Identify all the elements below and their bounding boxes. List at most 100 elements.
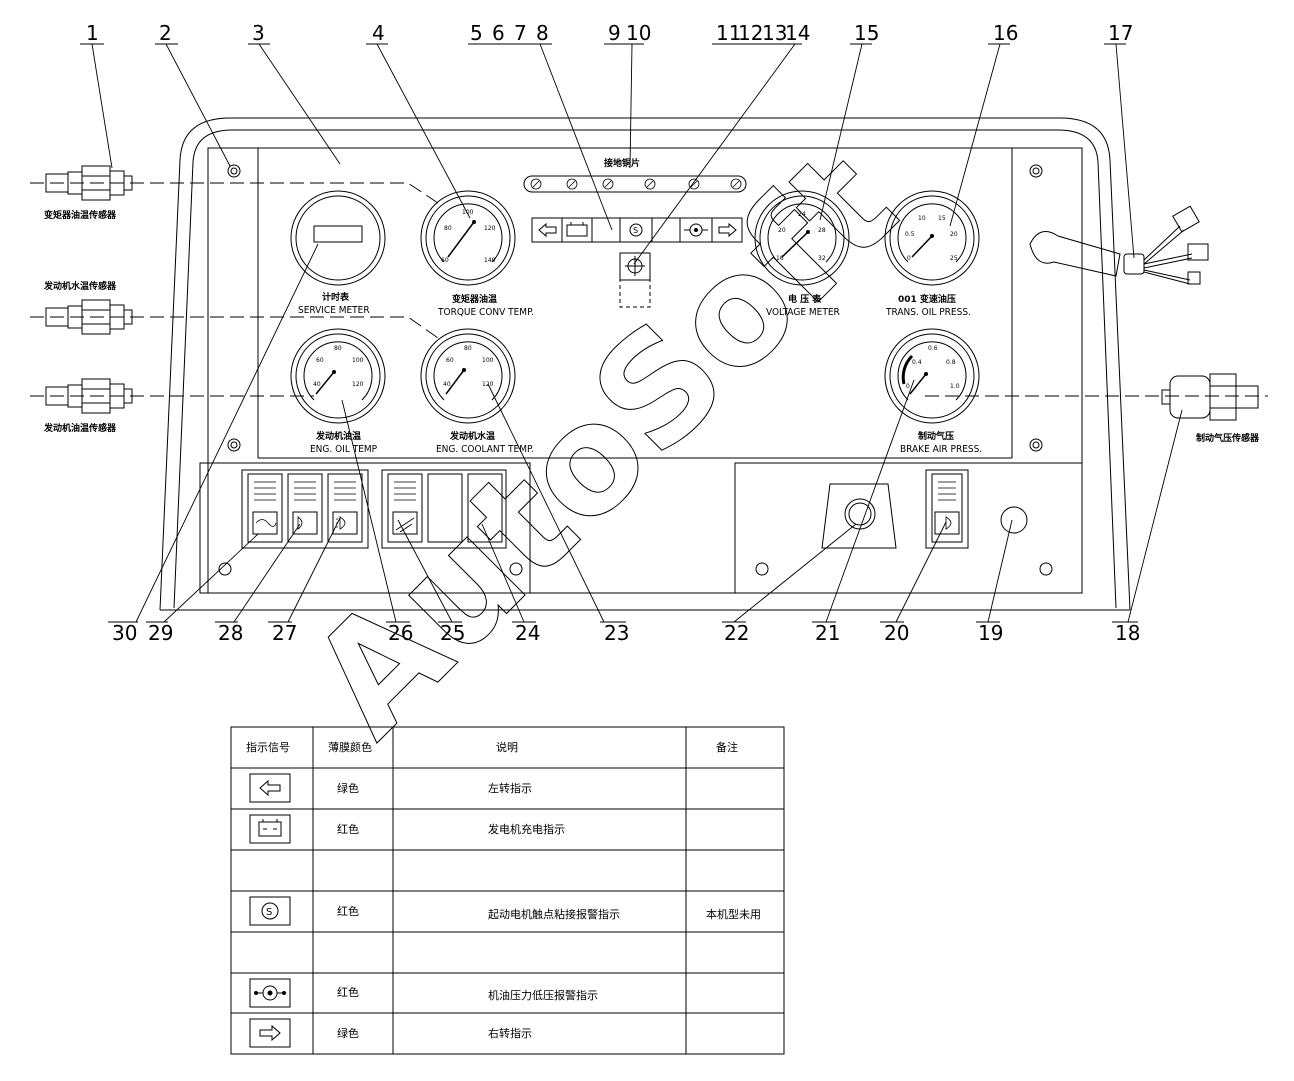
indicator-strip: S <box>531 217 743 243</box>
table-icon-battery <box>249 814 291 844</box>
vm-tick-4: 32 <box>818 255 826 262</box>
callout-8: 8 <box>536 21 549 45</box>
svg-text:S: S <box>266 907 272 918</box>
table-row-2-desc: 发电机充电指示 <box>488 822 565 836</box>
table-header-note: 备注 <box>716 740 738 754</box>
tc-tick-3: 120 <box>484 225 496 232</box>
bap-cn-label: 制动气压 <box>918 430 954 442</box>
table-header-desc: 说明 <box>496 740 518 754</box>
tc-tick-2: 100 <box>462 209 474 216</box>
sensor-wires <box>30 182 1268 397</box>
table-row-1-desc: 左转指示 <box>488 781 532 795</box>
top-tick-2: 10 <box>918 215 926 222</box>
table-icon-s-circle: S <box>249 896 291 926</box>
button-19 <box>1000 506 1028 534</box>
vm-tick-1: 20 <box>778 227 786 234</box>
callout-24: 24 <box>515 621 540 645</box>
ect-cn-label: 发动机水温 <box>449 430 495 442</box>
ect-tick-1: 60 <box>446 357 454 364</box>
warning-light-block <box>619 252 651 308</box>
callout-4: 4 <box>372 21 385 45</box>
callout-3: 3 <box>252 21 265 45</box>
rocker-switches <box>241 469 507 549</box>
eot-tick-1: 60 <box>316 357 324 364</box>
sensor-label-oil-temp: 发动机油温传感器 <box>43 422 117 434</box>
gauge-trans-oil-press: 0 0.5 10 15 20 25 001 变速油压 TRANS. OIL PR… <box>884 190 980 318</box>
callout-5: 5 <box>470 21 483 45</box>
sensor-oil-temp <box>45 378 133 414</box>
rocker-icon-4 <box>392 511 418 535</box>
leader-lines <box>80 43 1183 623</box>
bap-tick-4: 1.0 <box>950 383 960 390</box>
service-meter-en-label: SERVICE METER <box>298 305 370 316</box>
vm-en-label: VOLTAGE METER <box>766 307 840 318</box>
table-row-1-color: 绿色 <box>337 781 359 795</box>
eot-tick-2: 80 <box>334 345 342 352</box>
gauge-brake-air-press: 0 0.4 0.6 0.8 1.0 制动气压 BRAKE AIR PRESS. <box>884 328 982 455</box>
bap-tick-0: 0 <box>906 383 910 390</box>
top-tick-3: 15 <box>938 215 946 222</box>
callout-27: 27 <box>272 621 297 645</box>
callout-23: 23 <box>604 621 629 645</box>
eot-tick-3: 100 <box>352 357 364 364</box>
callout-7: 7 <box>514 21 527 45</box>
sensor-label-coolant: 发动机水温传感器 <box>43 280 117 292</box>
table-row-7-desc: 右转指示 <box>488 1026 532 1040</box>
callout-14: 14 <box>785 21 810 45</box>
starter-key <box>821 483 897 549</box>
callout-10: 10 <box>626 21 651 45</box>
top-cn-label: 001 变速油压 <box>898 293 956 305</box>
callout-26: 26 <box>388 621 413 645</box>
gauge-eng-oil-temp: 40 60 80 100 120 发动机油温 ENG. OIL TEMP <box>290 328 386 455</box>
tc-tick-1: 80 <box>444 225 452 232</box>
bap-tick-3: 0.8 <box>946 359 956 366</box>
gauge-eng-coolant-temp: 40 60 80 100 120 发动机水温 ENG. COOLANT TEMP… <box>420 328 534 455</box>
table-header-signal: 指示信号 <box>246 740 290 754</box>
callout-30: 30 <box>112 621 137 645</box>
service-meter-cn-label: 计时表 <box>322 291 350 303</box>
table-row-4-desc: 起动电机触点粘接报警指示 <box>488 907 620 921</box>
ect-tick-0: 40 <box>443 381 451 388</box>
top-tick-1: 0.5 <box>905 231 915 238</box>
eot-en-label: ENG. OIL TEMP <box>310 444 378 455</box>
vm-tick-0: 16 <box>776 255 784 262</box>
legend-table: 指示信号 薄膜颜色 说明 备注 绿色 左转指示 红色 发电机充电指示 红色 起动… <box>230 726 785 1055</box>
ect-tick-3: 100 <box>482 357 494 364</box>
battery-icon <box>566 222 588 237</box>
oil-can-icon <box>684 223 708 237</box>
rocker-icon-2 <box>292 511 318 535</box>
eot-tick-0: 40 <box>313 381 321 388</box>
callout-21: 21 <box>815 621 840 645</box>
callout-28: 28 <box>218 621 243 645</box>
callout-6: 6 <box>492 21 505 45</box>
right-arrow-icon <box>718 222 737 238</box>
callout-18: 18 <box>1115 621 1140 645</box>
table-header-color: 薄膜颜色 <box>328 740 372 754</box>
table-icon-right-arrow <box>249 1018 291 1048</box>
tc-tick-4: 140 <box>484 257 496 264</box>
callout-17: 17 <box>1108 21 1133 45</box>
sensor-torque-conv <box>45 165 133 201</box>
gauge-torque-conv-temp: 60 80 100 120 140 变矩器油温 TORQUE CONV TEMP… <box>420 190 534 318</box>
table-icon-oil-can <box>249 978 291 1008</box>
table-row-7-color: 绿色 <box>337 1026 359 1040</box>
bap-en-label: BRAKE AIR PRESS. <box>900 444 982 455</box>
svg-text:S: S <box>633 226 638 235</box>
bap-tick-1: 0.4 <box>912 359 922 366</box>
left-arrow-icon <box>538 222 557 238</box>
callout-1: 1 <box>86 21 99 45</box>
gauge-service-meter: 计时表 SERVICE METER <box>290 190 386 316</box>
tc-en-label: TORQUE CONV TEMP. <box>437 307 534 318</box>
sensor-label-torque-conv: 变矩器油温传感器 <box>44 209 117 221</box>
eot-cn-label: 发动机油温 <box>315 430 361 442</box>
ground-strip: 接地铜片 <box>523 157 747 193</box>
sensor-label-brake-air: 制动气压传感器 <box>1196 432 1260 444</box>
bap-tick-2: 0.6 <box>928 345 938 352</box>
callout-9: 9 <box>608 21 621 45</box>
rocker-icon-1 <box>252 511 278 535</box>
rocker-icon-3 <box>332 511 358 535</box>
s-circle-icon: S <box>629 223 643 237</box>
ect-en-label: ENG. COOLANT TEMP. <box>436 444 534 455</box>
sensor-labels-left: 变矩器油温传感器 发动机水温传感器 发动机油温传感器 <box>43 209 117 434</box>
